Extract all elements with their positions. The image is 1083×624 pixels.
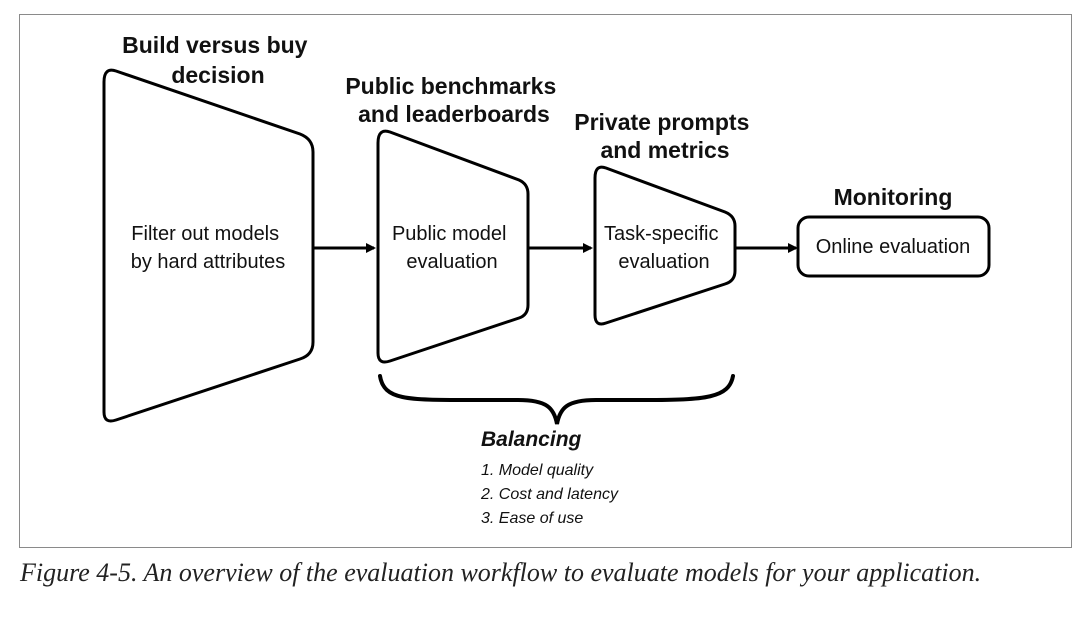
public-benchmarks-heading: Public benchmarks and leaderboards (345, 73, 562, 127)
private-prompts-body-line1: Task-specific (604, 223, 718, 245)
monitoring-body-line1: Online evaluation (816, 236, 971, 258)
private-prompts-funnel (593, 165, 737, 326)
private-prompts-heading-line2: and metrics (600, 137, 729, 163)
public-benchmarks-funnel (376, 129, 530, 364)
build-vs-buy-heading: Build versus buy decision (122, 32, 314, 88)
monitoring-box (796, 215, 991, 278)
figure-caption: Figure 4-5. An overview of the evaluatio… (20, 558, 982, 587)
balancing-items: 1. Model quality 2. Cost and latency 3. … (480, 462, 622, 527)
private-prompts-body: Task-specific evaluation (604, 223, 724, 273)
balancing-item-2: 2. Cost and latency (480, 486, 619, 503)
public-benchmarks-heading-line2: and leaderboards (358, 101, 550, 127)
monitoring-heading-line1: Monitoring (834, 184, 953, 210)
public-benchmarks-body: Public model evaluation (392, 223, 512, 273)
public-benchmarks-heading-line1: Public benchmarks (345, 73, 556, 99)
figure-frame (19, 14, 1072, 548)
private-prompts-heading: Private prompts and metrics (574, 109, 756, 163)
balancing-item-3: 3. Ease of use (481, 510, 583, 527)
build-vs-buy-heading-line1: Build versus buy (122, 32, 308, 58)
balancing-item-1: 1. Model quality (481, 462, 594, 479)
private-prompts-body-line2: evaluation (618, 251, 709, 273)
balancing-heading: Balancing (481, 428, 582, 451)
build-vs-buy-body: Filter out models by hard attributes (131, 223, 286, 273)
monitoring-heading: Monitoring (834, 184, 953, 210)
public-benchmarks-body-line1: Public model (392, 223, 507, 245)
build-vs-buy-heading-line2: decision (171, 62, 264, 88)
build-vs-buy-body-line1: Filter out models (131, 223, 279, 245)
monitoring-body: Online evaluation (816, 236, 971, 258)
private-prompts-heading-line1: Private prompts (574, 109, 749, 135)
build-vs-buy-body-line2: by hard attributes (131, 251, 286, 273)
build-vs-buy-funnel (102, 68, 315, 423)
public-benchmarks-body-line2: evaluation (406, 251, 497, 273)
workflow-diagram: Build versus buy decision Filter out mod… (19, 14, 1072, 548)
balancing-brace (378, 374, 735, 425)
